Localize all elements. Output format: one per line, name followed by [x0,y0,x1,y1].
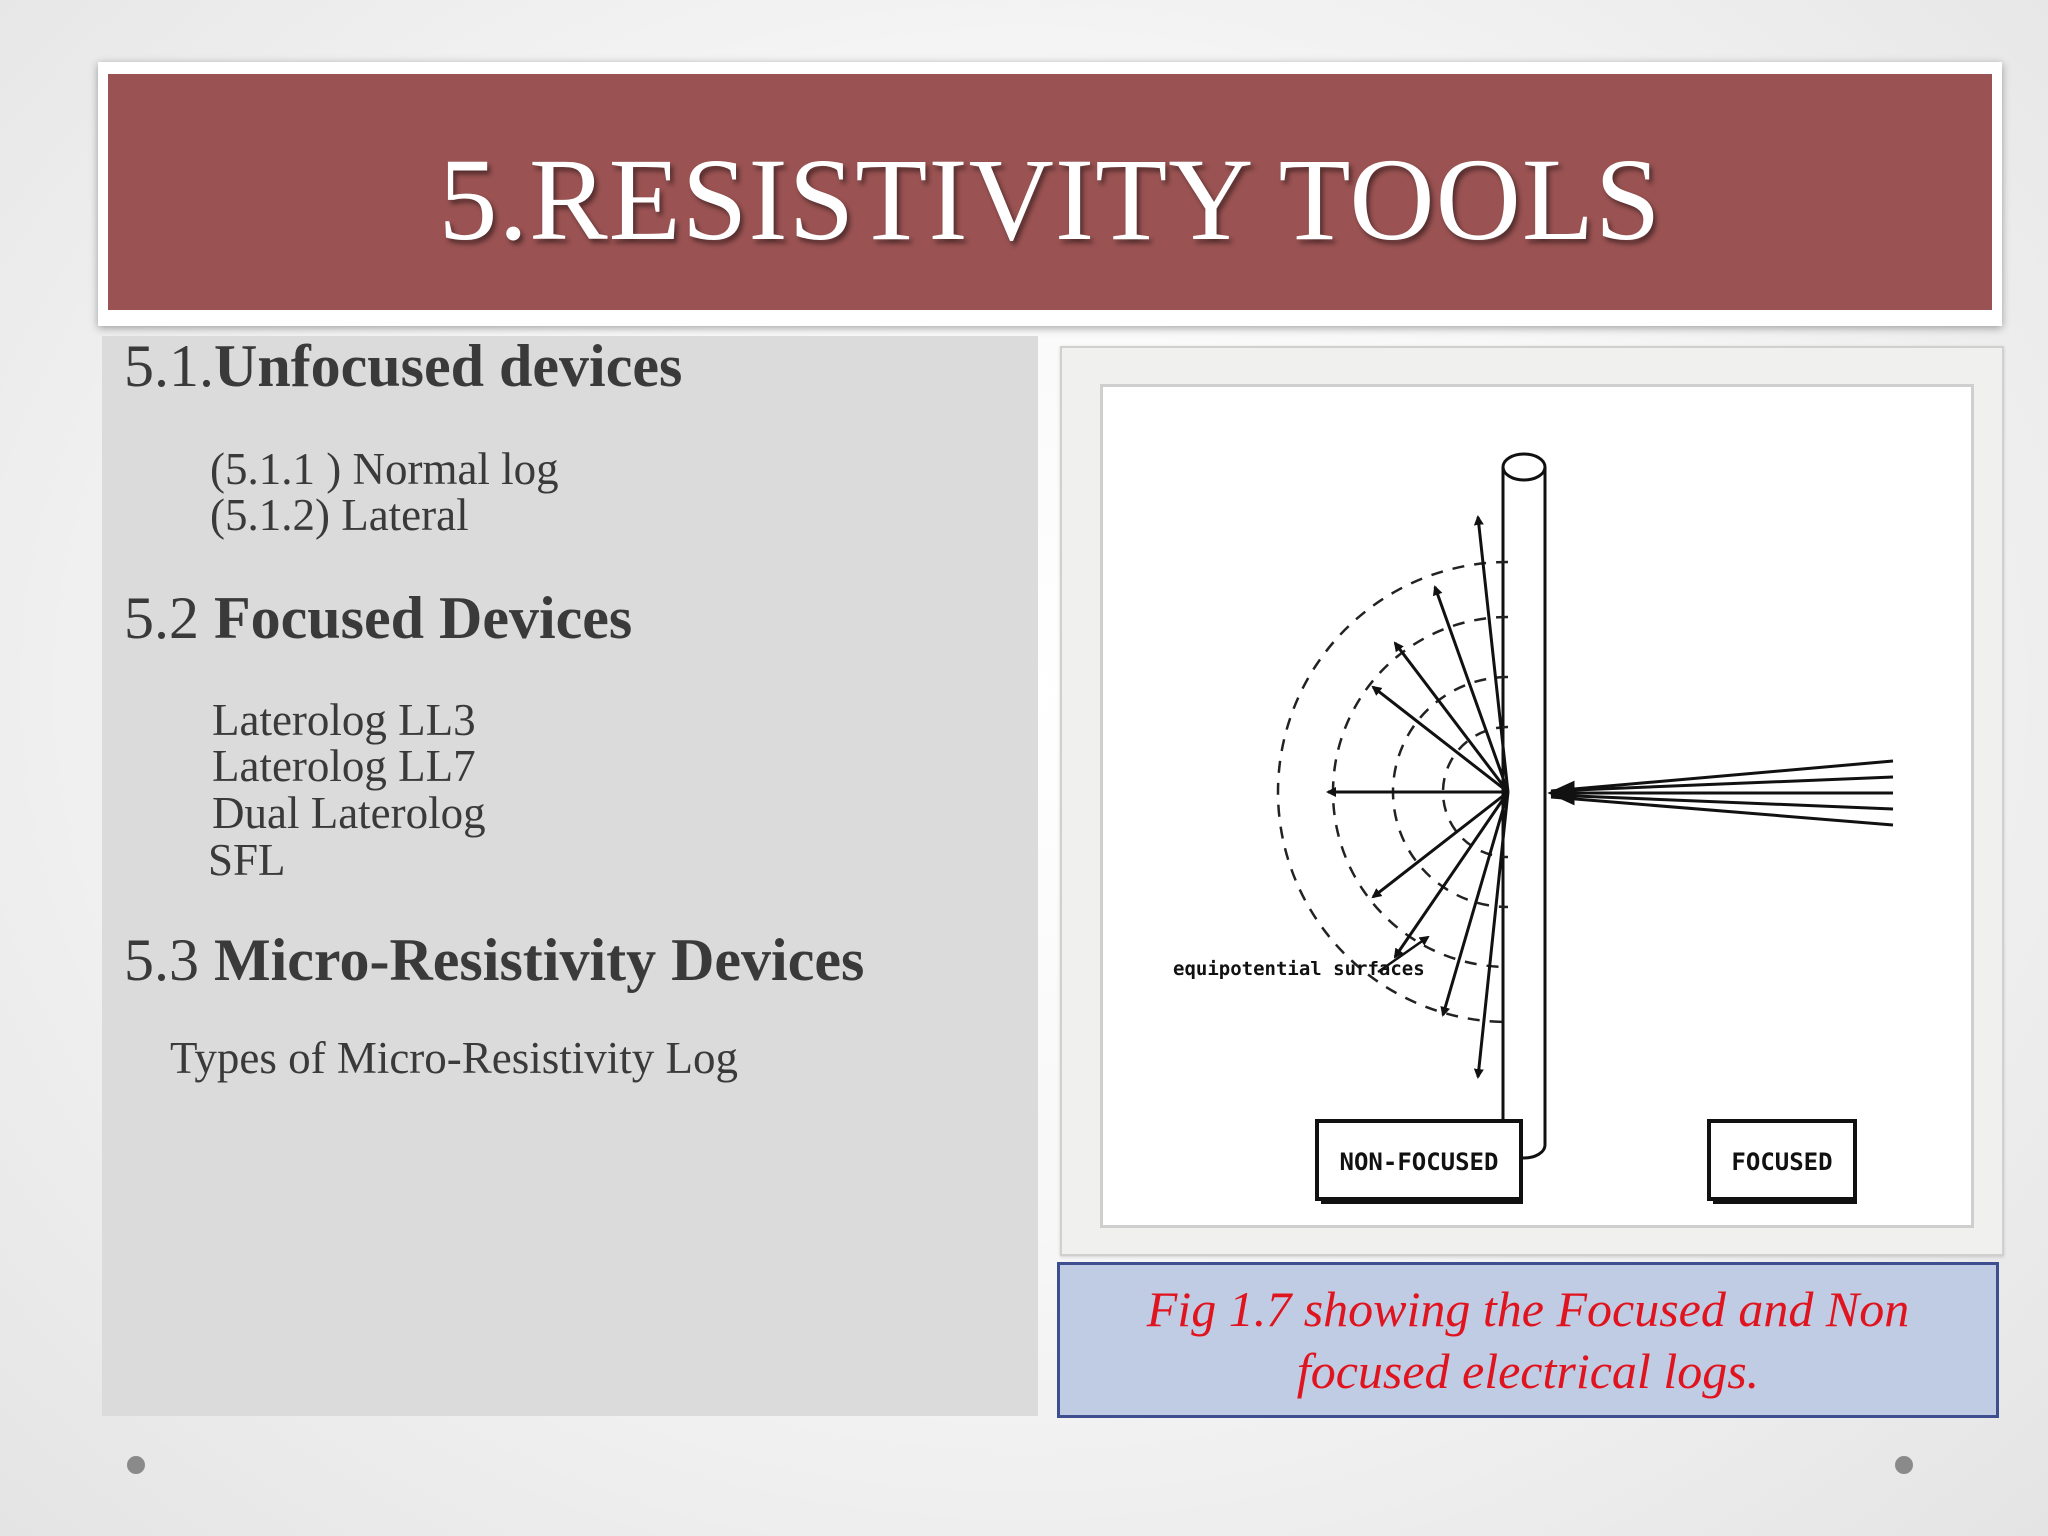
bullet-dot-right [1895,1456,1913,1474]
section-title: Focused Devices [214,585,633,651]
section-heading-unfocused: 5.1.Unfocused devices [124,332,682,401]
section-title: Micro-Resistivity Devices [214,927,865,993]
list-item: Laterolog LL3 [212,695,476,745]
list-item: (5.1.2) Lateral [210,490,469,540]
list-item: Dual Laterolog [212,788,486,838]
section-heading-micro: 5.3 Micro-Resistivity Devices [124,926,864,995]
slide-title: 5.RESISTIVITY TOOLS [438,134,1662,265]
annotation-pointer [1377,935,1430,974]
borehole-tool [1501,452,1547,1160]
focused-arrows [1547,759,1894,827]
focused-label: FOCUSED [1731,1148,1832,1176]
section-title: Unfocused devices [214,333,683,399]
section-number: 5.1. [124,333,214,399]
equipotential-annotation: equipotential surfaces [1173,958,1425,980]
content-panel [102,336,1038,1416]
nonfocused-arrows [1326,515,1510,1079]
title-band: 5.RESISTIVITY TOOLS [108,74,1992,310]
list-item: Laterolog LL7 [212,741,476,791]
figure-caption-box: Fig 1.7 showing the Focused and Non focu… [1057,1262,1999,1418]
list-item: SFL [208,835,286,885]
figure-image: equipotential surfaces NON-FOCUSED FOCUS… [1100,384,1974,1228]
focused-label-box: FOCUSED [1707,1119,1857,1204]
nonfocused-label: NON-FOCUSED [1340,1148,1499,1176]
section-number: 5.3 [124,927,199,993]
title-banner: 5.RESISTIVITY TOOLS [98,62,2002,326]
figure-caption: Fig 1.7 showing the Focused and Non focu… [1146,1281,1910,1399]
section-number: 5.2 [124,585,199,651]
bullet-dot-left [127,1456,145,1474]
focused-nonfocused-diagram: equipotential surfaces NON-FOCUSED FOCUS… [1173,452,1894,1204]
list-item: Types of Micro-Resistivity Log [170,1033,739,1083]
section-heading-focused: 5.2 Focused Devices [124,584,632,653]
list-item: (5.1.1 ) Normal log [210,444,559,494]
nonfocused-label-box: NON-FOCUSED [1315,1119,1523,1204]
figure-frame: equipotential surfaces NON-FOCUSED FOCUS… [1060,346,2004,1256]
